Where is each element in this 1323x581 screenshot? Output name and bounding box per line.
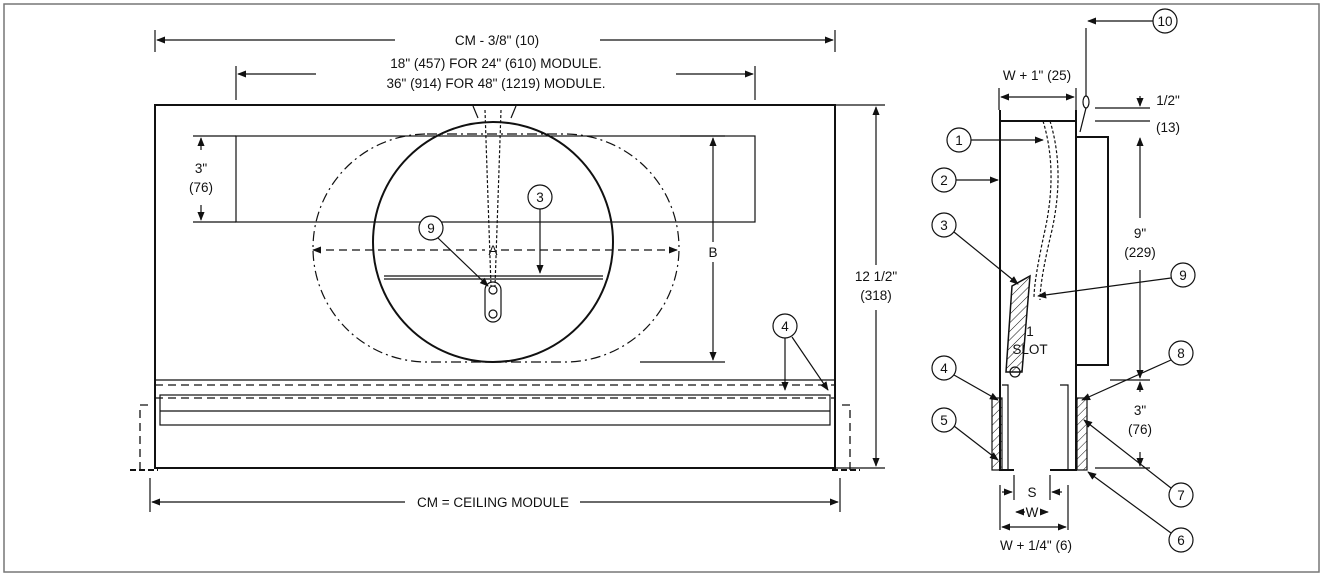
side-dim-S: S bbox=[1027, 485, 1036, 500]
side-dim-lower-mm: (76) bbox=[1128, 422, 1152, 437]
svg-text:9: 9 bbox=[427, 221, 435, 236]
side-dim-bottom-width: W + 1/4" (6) bbox=[1000, 538, 1072, 553]
svg-text:9: 9 bbox=[1179, 268, 1187, 283]
dim-B: B bbox=[708, 245, 717, 260]
svg-text:8: 8 bbox=[1177, 346, 1185, 361]
svg-text:3: 3 bbox=[536, 190, 544, 205]
side-dim-gap-mm: (13) bbox=[1156, 120, 1180, 135]
dim-slot-in: 3" bbox=[195, 161, 208, 176]
callout-6: 6 bbox=[1087, 471, 1194, 553]
front-view: CM - 3/8" (10) 18" (457) FOR 24" (610) M… bbox=[130, 30, 897, 512]
dim-height-mm: (318) bbox=[860, 288, 892, 303]
slot-opening bbox=[235, 135, 756, 223]
side-inlet-collar bbox=[1075, 136, 1109, 366]
side-view: W + 1" (25) 1/2" (13) 1 SLOT bbox=[931, 8, 1196, 553]
dim-module-line1: 18" (457) FOR 24" (610) MODULE. bbox=[390, 56, 601, 71]
svg-text:2: 2 bbox=[940, 173, 948, 188]
dim-overall-label: CM - 3/8" (10) bbox=[455, 33, 539, 48]
svg-text:4: 4 bbox=[781, 319, 789, 334]
dim-module-line2: 36" (914) FOR 48" (1219) MODULE. bbox=[387, 76, 606, 91]
slot-label-1: 1 bbox=[1026, 324, 1034, 339]
callout-7: 7 bbox=[1083, 419, 1194, 508]
side-dim-lower-in: 3" bbox=[1134, 403, 1147, 418]
callout-4-front: 4 bbox=[772, 313, 829, 391]
side-dim-gap-in: 1/2" bbox=[1156, 93, 1180, 108]
plenum-housing bbox=[154, 104, 836, 469]
dim-A: A bbox=[488, 243, 497, 258]
callout-5: 5 bbox=[931, 407, 999, 461]
dim-ceiling-module: CM = CEILING MODULE bbox=[417, 495, 569, 510]
drawing-border bbox=[3, 3, 1320, 573]
side-dim-mid-mm: (229) bbox=[1124, 245, 1156, 260]
callout-9-front: 9 bbox=[418, 215, 489, 287]
slot-frame-dashed bbox=[154, 384, 836, 399]
svg-text:5: 5 bbox=[940, 413, 948, 428]
callout-8: 8 bbox=[1081, 340, 1194, 401]
slot-face bbox=[159, 394, 831, 426]
chain bbox=[484, 109, 502, 287]
svg-text:1: 1 bbox=[955, 133, 963, 148]
damper-bracket bbox=[484, 281, 502, 323]
callout-10: 10 bbox=[1087, 8, 1178, 34]
callout-3-side: 3 bbox=[931, 212, 1019, 285]
svg-text:3: 3 bbox=[940, 218, 948, 233]
side-dim-top-width: W + 1" (25) bbox=[1003, 68, 1071, 83]
damper-blade-side bbox=[1005, 274, 1031, 373]
svg-text:7: 7 bbox=[1177, 488, 1185, 503]
round-inlet bbox=[372, 121, 614, 363]
slot-label-2: SLOT bbox=[1012, 342, 1047, 357]
callout-3-front: 3 bbox=[527, 184, 553, 274]
svg-text:6: 6 bbox=[1177, 533, 1185, 548]
dim-height-in: 12 1/2" bbox=[855, 269, 898, 284]
svg-text:10: 10 bbox=[1157, 14, 1172, 29]
side-dim-mid-in: 9" bbox=[1134, 226, 1147, 241]
callout-2: 2 bbox=[931, 167, 999, 193]
callout-9-side: 9 bbox=[1037, 262, 1196, 299]
svg-text:4: 4 bbox=[940, 361, 948, 376]
side-dim-W: W bbox=[1026, 505, 1039, 520]
callout-4-side: 4 bbox=[931, 355, 999, 401]
dim-slot-mm: (76) bbox=[189, 180, 213, 195]
callout-1: 1 bbox=[946, 127, 1044, 153]
